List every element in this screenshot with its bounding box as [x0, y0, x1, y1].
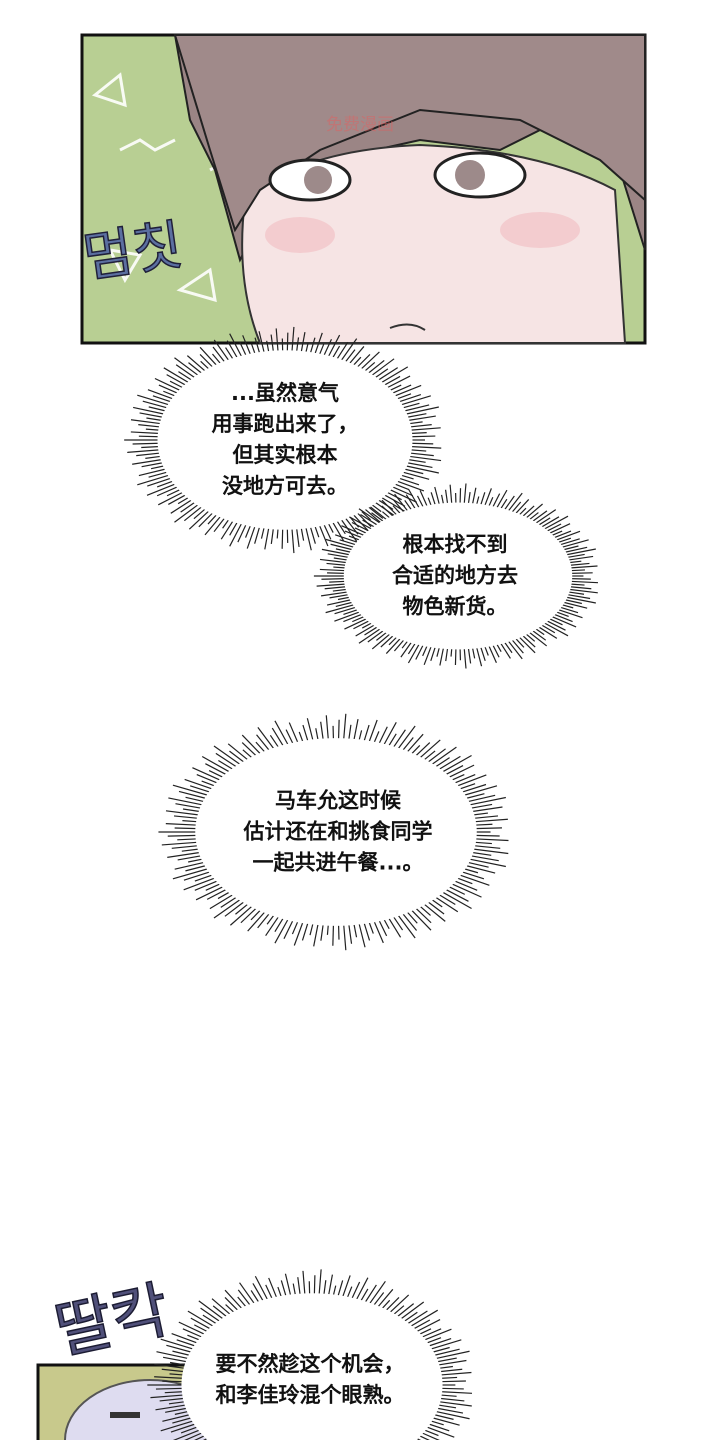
- thought-bubble-2: [313, 483, 599, 669]
- bubble-1-text: ...虽然意气用事跑出来了， 但其实根本没地方可去。: [212, 378, 359, 502]
- line: 用事跑出来了，: [211, 412, 359, 436]
- line: 没地方可去。: [222, 474, 348, 498]
- bubble-3-text: 马车允这时候估计还在和挑食同学一起共进午餐...。: [244, 786, 433, 879]
- thought-bubble-4: [147, 1269, 473, 1440]
- bubble-2-text: 根本找不到合适的地方去物色新货。: [392, 530, 518, 623]
- line: 但其实根本: [232, 443, 338, 467]
- sfx-text-bottom: 딸칵: [49, 1273, 176, 1368]
- line: 估计还在和挑食同学: [243, 819, 433, 844]
- line: 马车允这时候: [275, 788, 401, 813]
- thought-bubble-1: [124, 326, 442, 554]
- line: 一起共进午餐...。: [252, 850, 424, 875]
- thought-bubble-3: [158, 713, 509, 951]
- watermark: 免费漫画: [326, 115, 394, 135]
- bubble-4-text: 要不然趁这个机会， 和李佳玲混个眼熟。: [216, 1349, 405, 1411]
- line: 合适的地方去: [392, 563, 518, 588]
- line: 要不然趁这个机会，: [215, 1352, 405, 1376]
- line: 根本找不到: [402, 532, 508, 557]
- line: 物色新货。: [402, 594, 508, 619]
- sfx-text: 멈칫: [79, 213, 186, 289]
- top-panel: 멈칫: [78, 33, 647, 345]
- speech-bubbles: [124, 326, 599, 1440]
- line: ...虽然意气: [231, 381, 339, 405]
- line: 和李佳玲混个眼熟。: [215, 1383, 405, 1407]
